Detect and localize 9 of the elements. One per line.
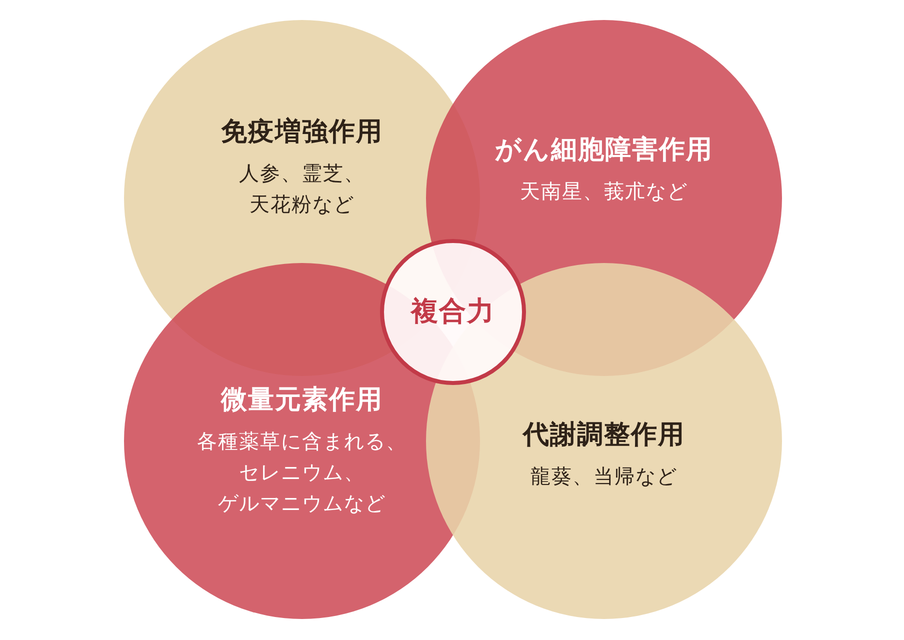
category-heading: 複合力 [411, 295, 495, 330]
example-text: 天南星、莪朮など [520, 178, 688, 205]
example-text: 各種薬草に含まれる、セレニウム、ゲルマニウムなど [197, 428, 407, 517]
category-heading: 微量元素作用 [221, 384, 383, 417]
category-heading: がん細胞障害作用 [495, 134, 713, 167]
example-text: 人参、霊芝、天花粉など [239, 160, 365, 218]
category-heading: 代謝調整作用 [523, 419, 685, 452]
example-text: 龍葵、当帰など [530, 462, 678, 490]
category-heading: 免疫増強作用 [221, 116, 383, 149]
